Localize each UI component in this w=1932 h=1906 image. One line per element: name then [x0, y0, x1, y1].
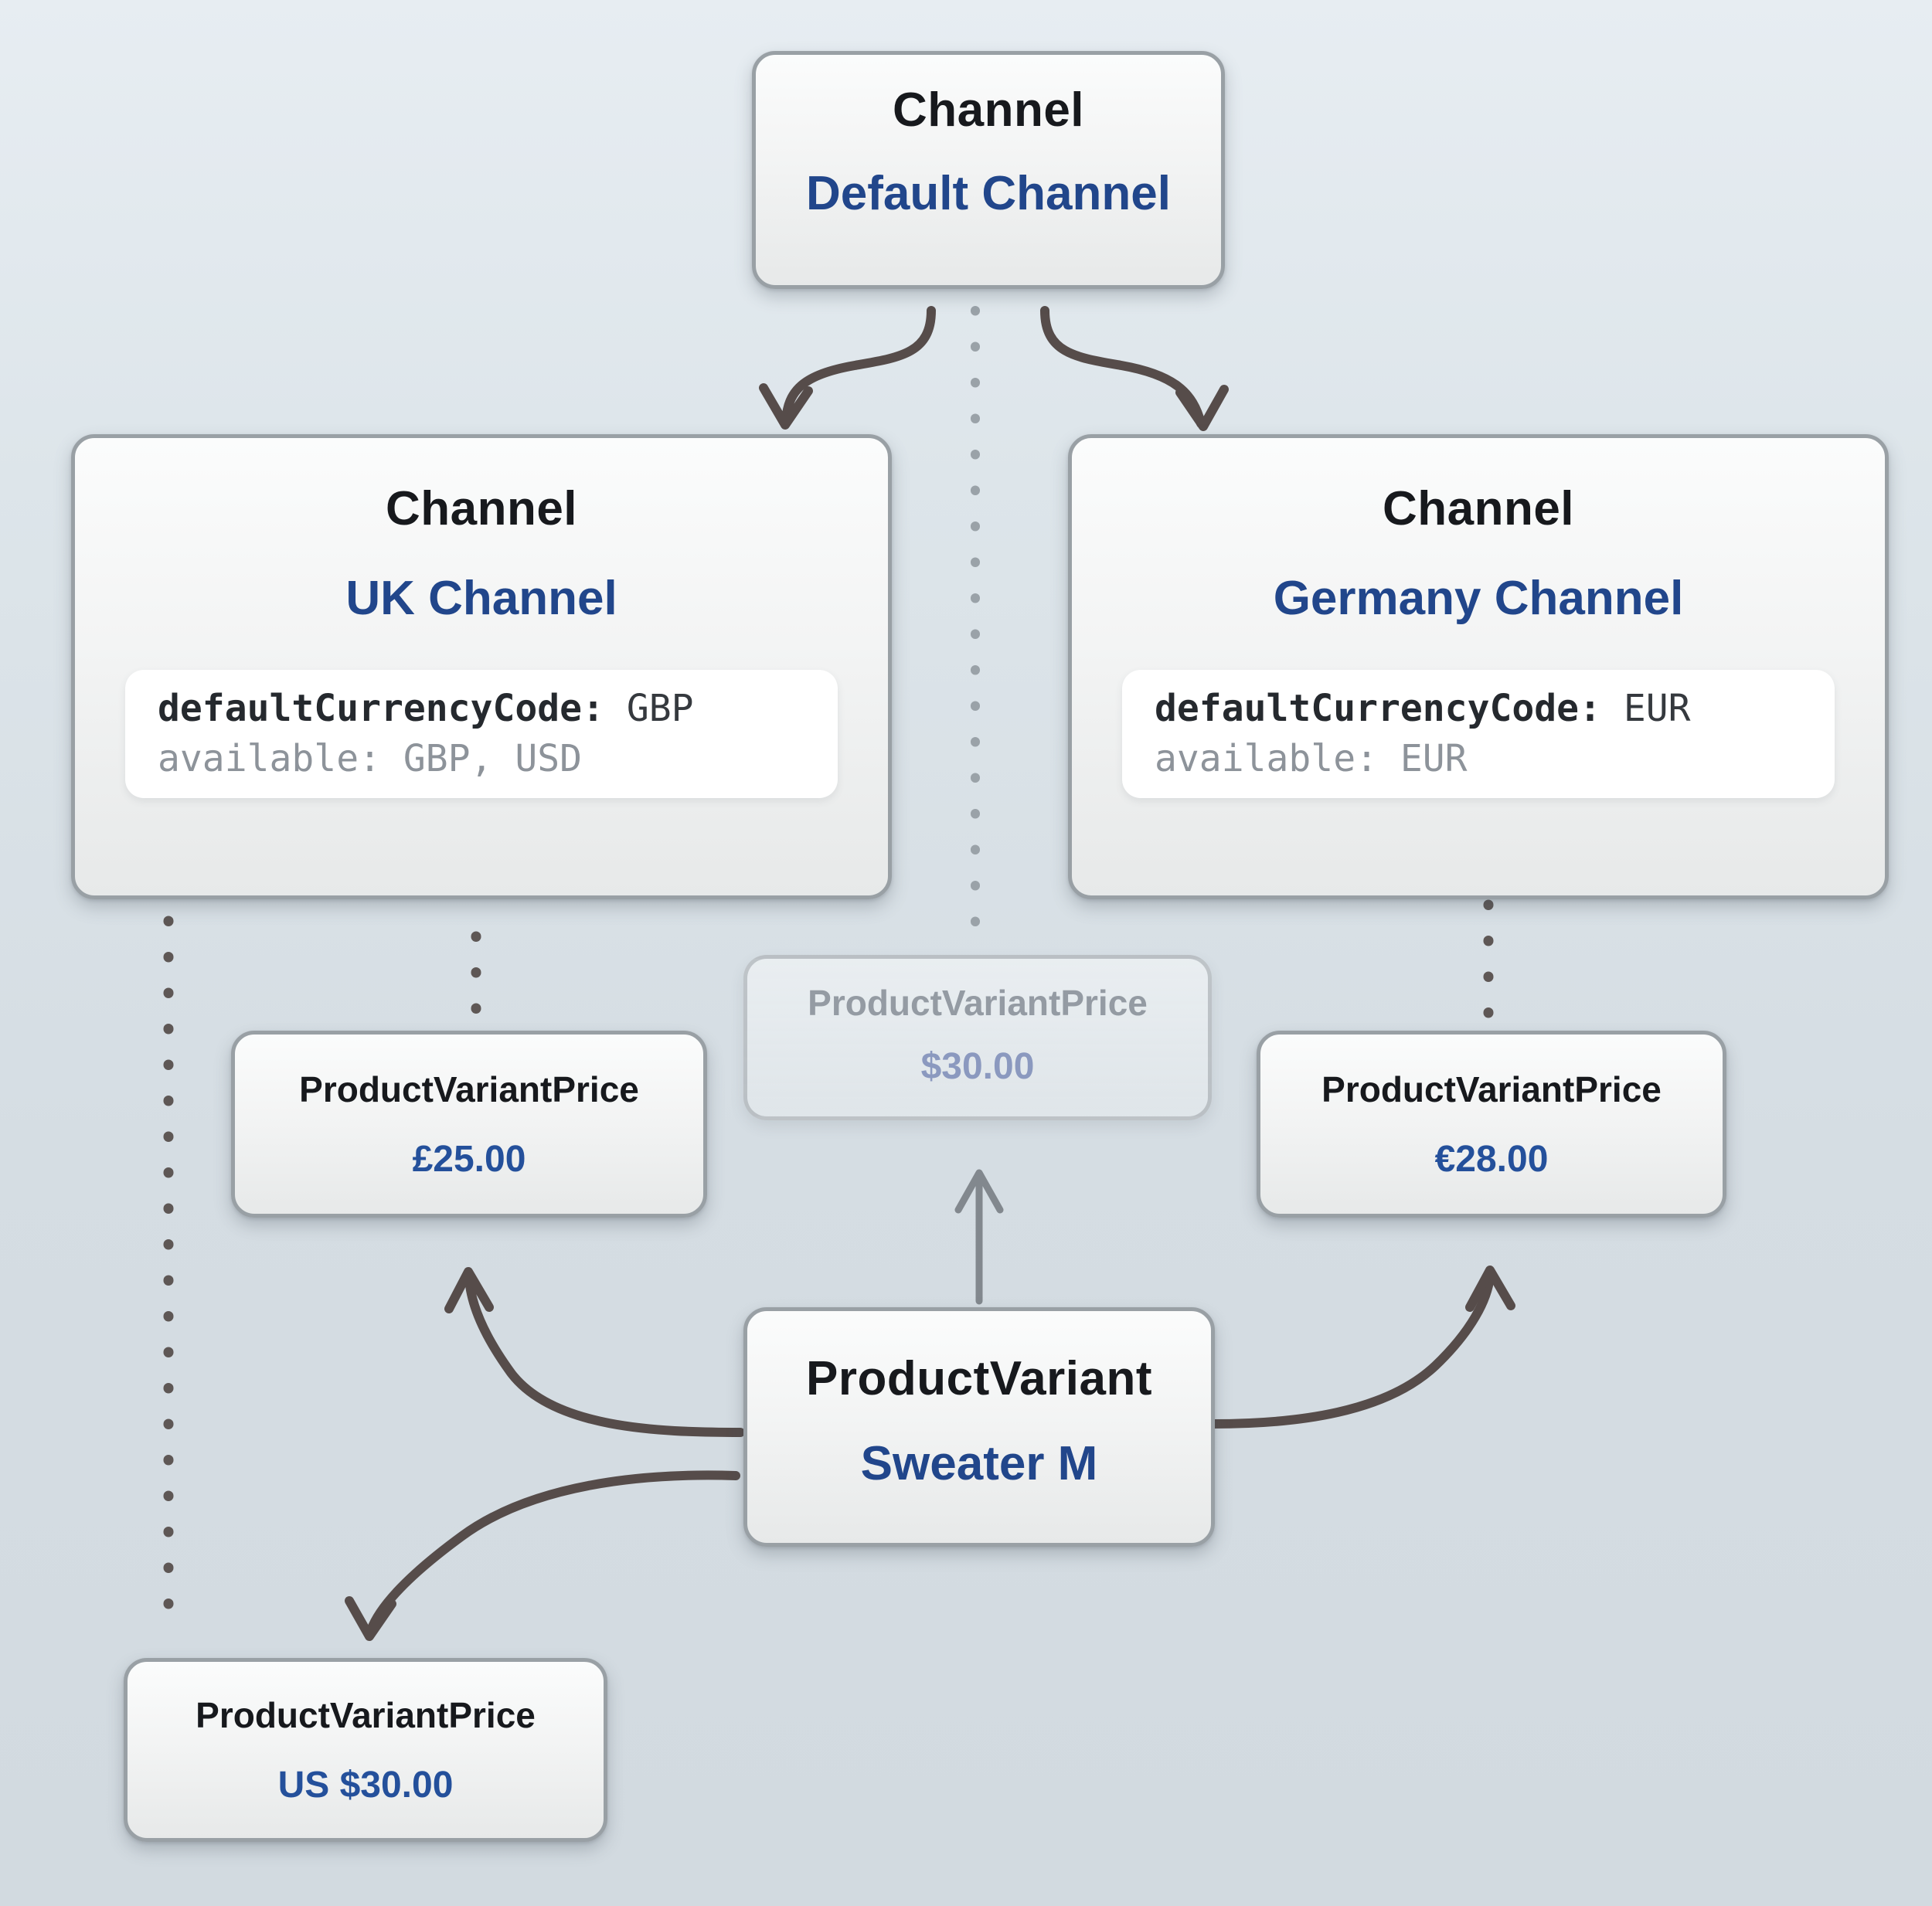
currency-key: defaultCurrencyCode: — [158, 687, 604, 730]
node-type-label: Channel — [1382, 482, 1575, 535]
node-type-label: ProductVariantPrice — [196, 1695, 536, 1735]
currency-code-box: defaultCurrencyCode: GBP available: GBP,… — [125, 670, 838, 798]
node-type-label: Channel — [892, 83, 1085, 137]
default-currency-line: defaultCurrencyCode: EUR — [1155, 684, 1802, 734]
node-uk-product-variant-price: ProductVariantPrice £25.00 — [231, 1031, 707, 1218]
channel-name: UK Channel — [345, 572, 617, 625]
currency-value — [604, 687, 627, 730]
node-germany-product-variant-price: ProductVariantPrice €28.00 — [1257, 1031, 1726, 1218]
node-us-product-variant-price: ProductVariantPrice US $30.00 — [124, 1658, 607, 1842]
arrow-default-to-germany — [1040, 306, 1229, 431]
node-type-label: ProductVariantPrice — [1321, 1069, 1662, 1109]
price-value: US $30.00 — [277, 1765, 454, 1806]
available-currencies-line: available: GBP, USD — [158, 737, 583, 780]
variant-name: Sweater M — [860, 1437, 1098, 1490]
channel-name: Germany Channel — [1273, 572, 1684, 625]
node-type-label: Channel — [385, 482, 578, 535]
currency-value-text: GBP — [626, 687, 694, 730]
currency-value — [1601, 687, 1624, 730]
channel-name: Default Channel — [806, 167, 1171, 220]
node-type-label: ProductVariantPrice — [299, 1069, 639, 1109]
node-default-channel: Channel Default Channel — [752, 51, 1225, 289]
arrow-default-to-uk — [759, 306, 936, 430]
currency-key: defaultCurrencyCode: — [1155, 687, 1601, 730]
node-uk-channel: Channel UK Channel defaultCurrencyCode: … — [71, 434, 892, 899]
arrow-variant-to-ghost-price — [954, 1169, 1004, 1305]
node-ghost-product-variant-price: ProductVariantPrice $30.00 — [743, 955, 1212, 1120]
price-value: €28.00 — [1434, 1139, 1549, 1180]
node-type-label: ProductVariant — [806, 1352, 1152, 1405]
node-germany-channel: Channel Germany Channel defaultCurrencyC… — [1068, 434, 1889, 899]
arrow-variant-to-us-price — [345, 1470, 740, 1641]
arrow-variant-to-uk-price — [444, 1267, 745, 1437]
default-currency-line: defaultCurrencyCode: GBP — [158, 684, 805, 734]
arrow-variant-to-germany-price — [1209, 1266, 1515, 1429]
node-type-label: ProductVariantPrice — [808, 983, 1148, 1023]
available-currencies-line: available: EUR — [1155, 737, 1468, 780]
currency-code-box: defaultCurrencyCode: EUR available: EUR — [1122, 670, 1835, 798]
node-product-variant: ProductVariant Sweater M — [743, 1307, 1215, 1547]
price-value: $30.00 — [920, 1046, 1035, 1087]
currency-value-text: EUR — [1623, 687, 1691, 730]
price-value: £25.00 — [412, 1139, 526, 1180]
